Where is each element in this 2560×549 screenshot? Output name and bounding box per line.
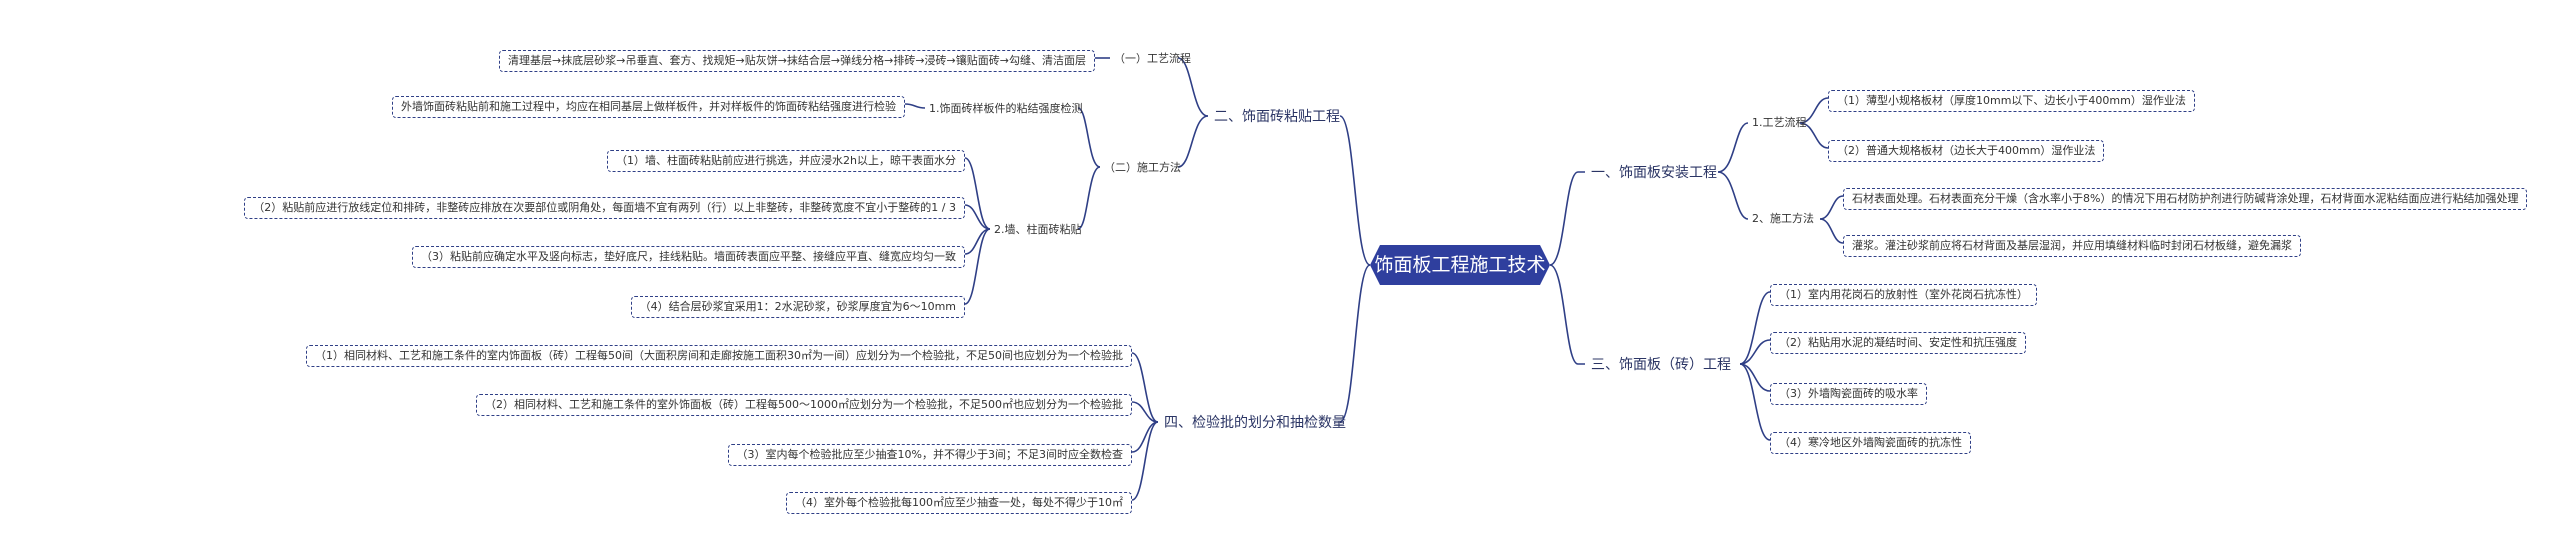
- leaf-water-absorption[interactable]: （3）外墙陶瓷面砖的吸水率: [1770, 383, 1927, 405]
- leaf-wall-tile-4[interactable]: （4）结合层砂浆宜采用1：2水泥砂浆，砂浆厚度宜为6～10mm: [630, 296, 965, 318]
- leaf-granite[interactable]: （1）室内用花岗石的放射性（室外花岗石抗冻性）: [1770, 284, 2037, 306]
- root-shape: [1370, 245, 1550, 285]
- leaf-tile-process[interactable]: 清理基层→抹底层砂浆→吊垂直、套方、找规矩→贴灰饼→抹结合层→弹线分格→排砖→浸…: [499, 50, 1095, 72]
- branch-inspection-materials[interactable]: 三、饰面板（砖）工程: [1591, 357, 1731, 373]
- sub-tile-process[interactable]: （一）工艺流程: [1114, 52, 1191, 65]
- sub-wall-tile[interactable]: 2.墙、柱面砖粘贴: [994, 223, 1082, 236]
- root-label: 饰面板工程施工技术: [1374, 254, 1546, 276]
- branch-inspection-lots[interactable]: 四、检验批的划分和抽检数量: [1164, 415, 1346, 431]
- leaf-lot-indoor[interactable]: （1）相同材料、工艺和施工条件的室内饰面板（砖）工程每50间（大面积房间和走廊按…: [306, 345, 1132, 367]
- leaf-sample-indoor[interactable]: （3）室内每个检验批应至少抽查10%，并不得少于3间；不足3间时应全数检查: [727, 444, 1132, 466]
- leaf-cement[interactable]: （2）粘贴用水泥的凝结时间、安定性和抗压强度: [1770, 332, 2026, 354]
- leaf-wall-tile-1[interactable]: （1）墙、柱面砖粘贴前应进行挑选，并应浸水2h以上，晾干表面水分: [607, 150, 965, 172]
- branch-install[interactable]: 一、饰面板安装工程: [1591, 165, 1717, 181]
- leaf-large-plate[interactable]: （2）普通大规格板材（边长大于400mm）湿作业法: [1828, 140, 2105, 162]
- sub-method[interactable]: 2、施工方法: [1752, 212, 1814, 225]
- leaf-thin-plate[interactable]: （1）薄型小规格板材（厚度10mm以下、边长小于400mm）湿作业法: [1828, 90, 2195, 112]
- leaf-lot-outdoor[interactable]: （2）相同材料、工艺和施工条件的室外饰面板（砖）工程每500～1000㎡应划分为…: [476, 394, 1132, 416]
- root-topic[interactable]: 饰面板工程施工技术: [1370, 245, 1550, 285]
- branch-tile-paste[interactable]: 二、饰面砖粘贴工程: [1214, 109, 1340, 125]
- sub-process[interactable]: 1.工艺流程: [1752, 116, 1807, 129]
- leaf-bond-strength[interactable]: 外墙饰面砖粘贴前和施工过程中，均应在相同基层上做样板件，并对样板件的饰面砖粘结强…: [392, 96, 905, 118]
- leaf-surface-treatment[interactable]: 石材表面处理。石材表面充分干燥（含水率小于8%）的情况下用石材防护剂进行防碱背涂…: [1843, 188, 2528, 210]
- sub-bond-strength[interactable]: 1.饰面砖样板件的粘结强度检测: [929, 102, 1083, 115]
- leaf-frost-resistance[interactable]: （4）寒冷地区外墙陶瓷面砖的抗冻性: [1770, 432, 1971, 454]
- leaf-wall-tile-3[interactable]: （3）粘贴前应确定水平及竖向标志，垫好底尺，挂线粘贴。墙面砖表面应平整、接缝应平…: [412, 246, 965, 268]
- sub-tile-method[interactable]: （二）施工方法: [1104, 161, 1181, 174]
- leaf-sample-outdoor[interactable]: （4）室外每个检验批每100㎡应至少抽查一处，每处不得少于10㎡: [786, 492, 1132, 514]
- leaf-grouting[interactable]: 灌浆。灌注砂浆前应将石材背面及基层湿润，并应用填缝材料临时封闭石材板缝，避免漏浆: [1843, 235, 2301, 257]
- leaf-wall-tile-2[interactable]: （2）粘贴前应进行放线定位和排砖，非整砖应排放在次要部位或阴角处，每面墙不宜有两…: [244, 197, 965, 219]
